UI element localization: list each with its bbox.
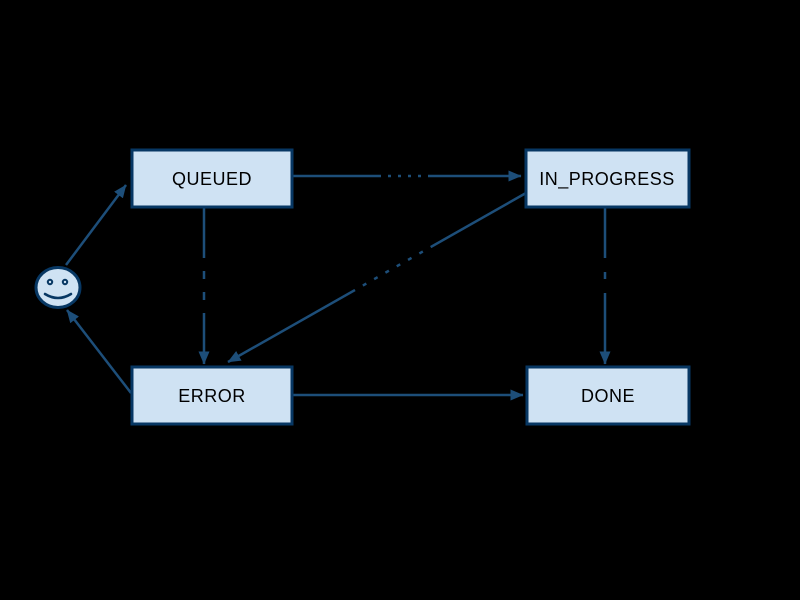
node-box-done xyxy=(525,365,691,426)
edge-in-progress-to-error xyxy=(227,191,527,364)
smiley-right-eye xyxy=(61,278,69,286)
edge-start-to-queued xyxy=(65,184,127,266)
node-done: DONE xyxy=(525,365,691,426)
smiley-mouth xyxy=(43,292,73,300)
node-box-in-progress xyxy=(524,148,691,209)
obscured-label-in-progress-to-error xyxy=(353,243,435,293)
node-box-queued xyxy=(130,148,294,209)
node-label-error: ERROR xyxy=(178,386,246,406)
obscured-edge-labels xyxy=(201,173,608,313)
smiley-face-icon xyxy=(34,266,82,309)
node-queued: QUEUED xyxy=(130,148,294,209)
edges xyxy=(65,170,611,401)
node-label-queued: QUEUED xyxy=(172,169,252,189)
node-in-progress: IN_PROGRESS xyxy=(524,148,691,209)
node-label-done: DONE xyxy=(581,386,635,406)
node-error: ERROR xyxy=(130,365,294,426)
edge-error-to-start xyxy=(66,309,132,394)
smiley-start-node xyxy=(34,266,82,309)
node-label-in-progress: IN_PROGRESS xyxy=(539,169,675,190)
smiley-left-eye xyxy=(46,278,54,286)
node-box-error xyxy=(130,365,294,426)
